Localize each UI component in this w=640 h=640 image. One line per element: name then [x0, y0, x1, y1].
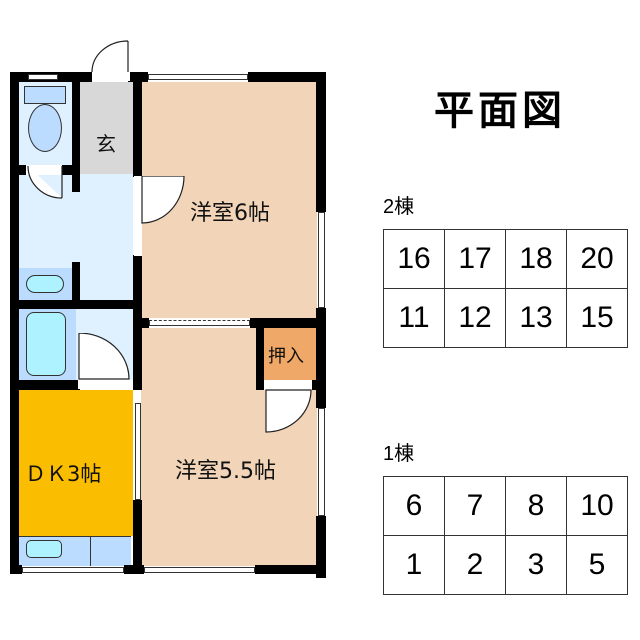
- door-western6-icon: [134, 176, 185, 256]
- kitchen-counter-divider: [90, 536, 91, 566]
- unit-cell: 3: [505, 535, 567, 595]
- wall-bath-bottom: [18, 380, 80, 390]
- unit-cell: 6: [383, 476, 445, 536]
- unit-cell: 11: [383, 288, 445, 348]
- unit-cell: 7: [444, 476, 506, 536]
- wall-bath-top: [18, 300, 142, 309]
- bathtub: [26, 312, 66, 376]
- unit-cell: 8: [505, 476, 567, 536]
- unit-cell: 13: [505, 288, 567, 348]
- wall-washbasin-divider: [72, 262, 80, 302]
- closet: [264, 328, 317, 380]
- window-toilet: [28, 74, 58, 80]
- outer-wall-bottom-right: [255, 565, 325, 574]
- building-2-unit-grid: 16 17 18 20 11 12 13 15: [383, 229, 628, 348]
- unit-cell: 1: [383, 535, 445, 595]
- wall-rooms-divider-right: [250, 318, 326, 328]
- wall-spine-upper: [133, 72, 142, 177]
- outer-wall-top-right: [248, 72, 326, 82]
- unit-cell: 12: [444, 288, 506, 348]
- room-label-western-5-5: 洋室5.5帖: [175, 459, 276, 484]
- table-row: 6 7 8 10: [383, 476, 628, 536]
- floor-plan: 玄 洋室6帖 押入 洋室5.5帖 ＤＫ3帖: [0, 0, 340, 600]
- building-1-label: 1棟: [383, 443, 415, 465]
- wall-closet-bottom: [310, 380, 318, 390]
- outer-wall-right-lower: [316, 516, 326, 578]
- wall-closet-left: [256, 328, 264, 390]
- wall-toilet-bottom-left: [18, 165, 28, 175]
- table-row: 16 17 18 20: [383, 229, 628, 289]
- washbasin: [26, 275, 64, 293]
- window-dk-side: [135, 403, 141, 500]
- table-row: 11 12 13 15: [383, 288, 628, 348]
- building-1-unit-grid: 6 7 8 10 1 2 3 5: [383, 476, 628, 595]
- wall-toilet-bottom-right: [62, 165, 80, 175]
- unit-cell: 17: [444, 229, 506, 289]
- room-label-western-6: 洋室6帖: [190, 201, 270, 226]
- wall-toilet-entrance: [72, 82, 80, 192]
- dk-room: [18, 390, 133, 536]
- unit-cell: 16: [383, 229, 445, 289]
- sliding-door-rooms: [149, 320, 250, 326]
- outer-wall-left: [10, 72, 19, 574]
- wall-rooms-divider-left: [133, 318, 149, 328]
- door-entrance-icon: [91, 40, 130, 81]
- room-label-entrance: 玄: [96, 132, 116, 156]
- unit-cell: 18: [505, 229, 567, 289]
- door-bath-icon: [78, 333, 130, 389]
- toilet-tank: [24, 86, 66, 104]
- page-title: 平面図: [434, 88, 566, 134]
- unit-cell: 10: [566, 476, 628, 536]
- room-label-dk: ＤＫ3帖: [25, 462, 102, 486]
- window-western6-right: [318, 212, 325, 308]
- unit-cell: 20: [566, 229, 628, 289]
- room-label-closet: 押入: [268, 346, 304, 367]
- window-dk-bottom: [22, 567, 124, 573]
- table-row: 1 2 3 5: [383, 535, 628, 595]
- toilet-bowl: [28, 104, 62, 152]
- kitchen-sink: [26, 540, 62, 558]
- unit-cell: 2: [444, 535, 506, 595]
- wall-spine-lower: [133, 500, 142, 570]
- outer-wall-bottom-left: [10, 565, 22, 574]
- building-2-label: 2棟: [383, 196, 415, 218]
- outer-wall-right-upper: [316, 72, 326, 212]
- unit-cell: 5: [566, 535, 628, 595]
- window-western6-top: [148, 74, 248, 80]
- door-closet-icon: [264, 380, 312, 433]
- outer-wall-right-mid: [316, 308, 326, 408]
- window-western55-right: [318, 408, 325, 516]
- window-western55-bottom: [144, 567, 255, 573]
- door-toilet-icon: [26, 165, 63, 199]
- unit-cell: 15: [566, 288, 628, 348]
